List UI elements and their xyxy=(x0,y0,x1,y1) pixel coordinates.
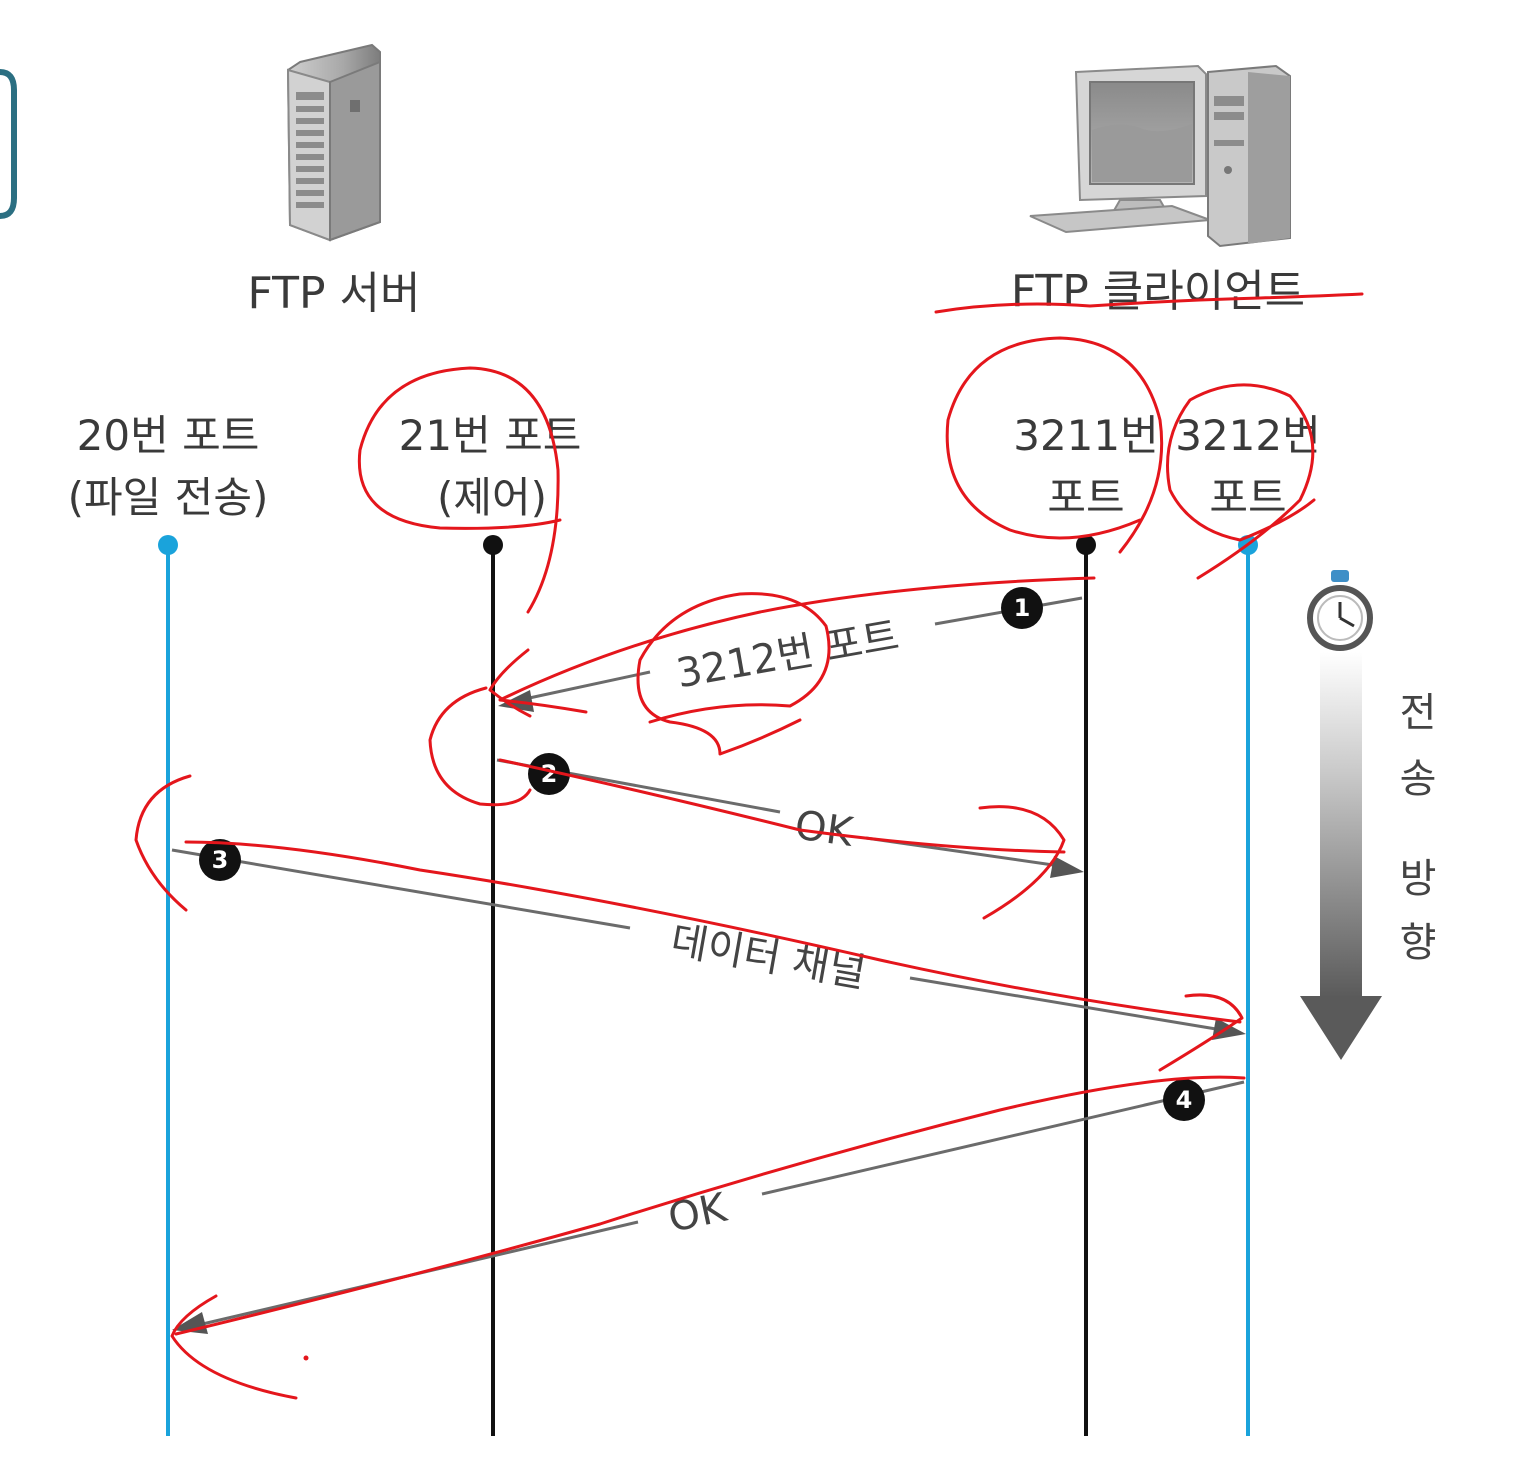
svg-text:3: 3 xyxy=(212,846,229,874)
port-label-20: 20번 포트 (파일 전송) xyxy=(68,411,269,522)
port-3212-name: 3212번 xyxy=(1175,411,1321,460)
ink-arrowhead-2 xyxy=(978,805,1066,920)
message-3-arrowhead xyxy=(1212,1018,1246,1040)
step-badge-3: 3 xyxy=(199,839,241,881)
cropped-edge-frame xyxy=(0,69,17,219)
time-char-3: 방 xyxy=(1400,856,1437,902)
port-label-3212: 3212번 포트 xyxy=(1175,411,1321,522)
port-label-3211: 3211번 포트 xyxy=(1013,411,1159,522)
message-2-arrowhead xyxy=(1050,856,1084,878)
port-3212-role: 포트 xyxy=(1209,473,1286,522)
message-3-label: 데이터 채널 xyxy=(667,917,869,996)
ink-arrow-2 xyxy=(498,758,1066,854)
port-20-role: (파일 전송) xyxy=(68,473,269,522)
ink-loop-21 xyxy=(428,686,532,807)
lifeline-3211-dot xyxy=(1076,535,1096,555)
svg-text:4: 4 xyxy=(1176,1086,1193,1114)
step-badge-4: 4 xyxy=(1163,1079,1205,1121)
server-tower-icon xyxy=(286,43,381,242)
ink-arrowhead-3 xyxy=(1158,993,1244,1072)
client-label: FTP 클라이언트 xyxy=(1011,266,1305,317)
lifeline-21-dot xyxy=(483,535,503,555)
ink-circle-3212 xyxy=(1166,383,1316,580)
ink-circle-21 xyxy=(357,366,562,614)
ink-circle-msg1 xyxy=(636,592,831,756)
ink-loop-20 xyxy=(134,774,192,912)
time-direction-arrow xyxy=(1300,652,1382,1060)
time-char-4: 향 xyxy=(1400,920,1437,966)
desktop-computer-icon xyxy=(1029,64,1291,248)
ink-circle-3211 xyxy=(945,336,1164,554)
time-char-2: 송 xyxy=(1400,756,1437,802)
ink-arrowhead-1 xyxy=(488,648,532,718)
step-badge-2: 2 xyxy=(528,753,570,795)
ink-arrow-3 xyxy=(184,840,1242,1024)
time-direction-label: 전 송 방 향 xyxy=(1400,690,1437,966)
port-20-name: 20번 포트 xyxy=(77,411,260,460)
svg-text:1: 1 xyxy=(1014,594,1031,622)
lifeline-20-dot xyxy=(158,535,178,555)
ink-dot xyxy=(303,1355,309,1361)
ink-arrow-1 xyxy=(498,576,1096,714)
port-3211-role: 포트 xyxy=(1047,473,1124,522)
ink-arrowhead-4 xyxy=(170,1294,298,1400)
port-label-21: 21번 포트 (제어) xyxy=(399,411,582,522)
port-3211-name: 3211번 xyxy=(1013,411,1159,460)
red-ink-annotations xyxy=(134,292,1364,1400)
port-21-role: (제어) xyxy=(437,473,547,522)
server-label: FTP 서버 xyxy=(248,268,421,319)
port-21-name: 21번 포트 xyxy=(399,411,582,460)
message-2: OK 2 xyxy=(496,753,1084,878)
time-char-1: 전 xyxy=(1400,690,1437,736)
step-badge-1: 1 xyxy=(1001,587,1043,629)
ink-underline-client xyxy=(934,292,1364,314)
ink-arrow-4 xyxy=(174,1075,1246,1336)
stopwatch-icon xyxy=(1307,570,1373,651)
svg-text:2: 2 xyxy=(541,760,558,788)
